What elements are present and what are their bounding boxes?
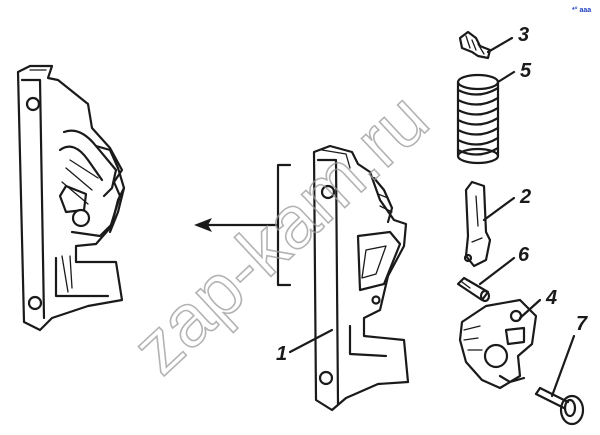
plate-part-2 — [463, 180, 516, 268]
callout-1: 1 — [276, 343, 287, 365]
callout-5: 5 — [520, 60, 532, 82]
corner-mark: *° ааа — [572, 6, 591, 14]
spring-part-5 — [456, 70, 516, 165]
callout-6: 6 — [518, 244, 530, 266]
latch-body-part-1 — [312, 144, 410, 412]
pin-part-6 — [456, 256, 516, 303]
assembled-latch — [16, 64, 126, 332]
assembly-arrow — [194, 163, 292, 287]
callout-7: 7 — [576, 313, 588, 335]
callout-3: 3 — [518, 24, 529, 46]
pin-part-3 — [458, 30, 514, 60]
callout-2: 2 — [519, 186, 531, 208]
bolt-part-7 — [534, 334, 585, 426]
callout-leader-1 — [288, 328, 334, 354]
pawl-part-4 — [458, 298, 542, 390]
callout-4: 4 — [545, 287, 557, 309]
